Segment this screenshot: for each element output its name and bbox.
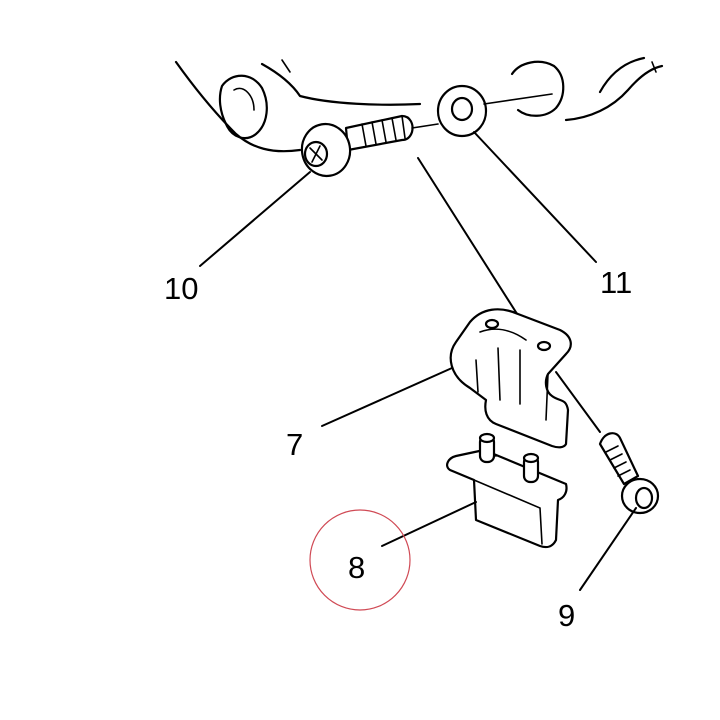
callout-7: 7 <box>286 427 303 462</box>
screw-part-9 <box>598 432 660 515</box>
callout-11: 11 <box>600 265 632 300</box>
callout-9: 9 <box>558 598 575 633</box>
leader-line-10 <box>199 171 311 267</box>
leader-line-8 <box>381 501 477 547</box>
housing-outline <box>174 56 664 153</box>
washer-part-11 <box>436 84 553 138</box>
leader-line-7 <box>321 367 453 427</box>
bracket-part-7 <box>449 308 572 449</box>
leader-line-11 <box>473 131 597 263</box>
alignment-line-2 <box>555 371 601 433</box>
screw-part-10 <box>300 114 439 178</box>
base-plate-part-8 <box>446 432 568 549</box>
callout-10: 10 <box>164 271 198 306</box>
highlight-circle <box>309 509 411 611</box>
callout-8: 8 <box>348 550 365 585</box>
leader-line-9 <box>579 507 637 591</box>
